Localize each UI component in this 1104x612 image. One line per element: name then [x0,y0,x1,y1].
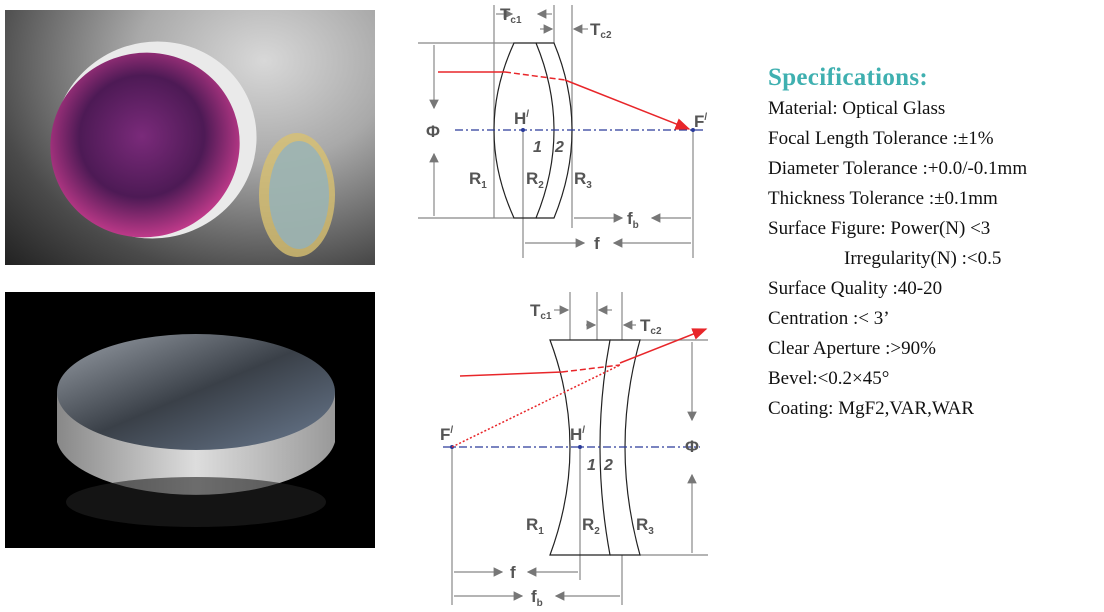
spec-thickness-tolerance: Thickness Tolerance :±0.1mm [768,188,998,209]
label-tc1: Tc1 [500,5,522,26]
spec-material: Material: Optical Glass [768,98,946,119]
specifications-panel: Specifications: Material: Optical Glass … [768,64,1027,424]
label-h-prime: H/ [514,109,529,128]
concave-doublet-diagram [443,292,708,605]
label-r3: R3 [636,515,654,537]
spec-clear-aperture: Clear Aperture :>90% [768,338,936,359]
spec-surface-figure-irregularity: Irregularity(N) :<0.5 [844,248,1002,269]
specifications-title: Specifications: [768,64,929,91]
spec-surface-quality: Surface Quality :40-20 [768,278,943,299]
label-r3: R3 [574,169,592,191]
label-phi: Φ [426,122,440,141]
lens-illustration [57,334,335,527]
label-f-prime: F/ [440,425,453,444]
label-element-1: 1 [533,139,542,156]
photo-lens-disc [5,292,375,548]
convex-doublet-diagram [418,5,705,258]
label-tc1: Tc1 [530,301,552,322]
label-fb: fb [531,587,543,609]
convex-doublet-labels: Tc1 Tc2 Φ H/ F/ 1 2 R1 R2 R3 fb f [426,5,707,253]
spec-focal-length-tolerance: Focal Length Tolerance :±1% [768,128,994,149]
concave-doublet-labels: Tc1 Tc2 Φ H/ F/ 1 2 R1 R2 R3 f fb [440,301,699,609]
label-element-2: 2 [603,457,613,474]
label-r2: R2 [526,169,544,191]
spec-centration: Centration :< 3’ [768,308,890,329]
label-tc2: Tc2 [590,20,612,41]
photo-coated-lenses [5,10,375,265]
label-phi: Φ [685,437,699,456]
label-f: f [594,234,600,253]
label-f-prime: F/ [694,112,707,131]
label-h-prime: H/ [570,425,585,444]
label-fb: fb [627,209,639,231]
label-tc2: Tc2 [640,316,662,337]
label-element-1: 1 [587,457,596,474]
spec-coating: Coating: MgF2,VAR,WAR [768,398,975,419]
label-element-2: 2 [554,139,564,156]
label-r1: R1 [469,169,487,191]
spec-diameter-tolerance: Diameter Tolerance :+0.0/-0.1mm [768,158,1028,179]
spec-surface-figure-power: Surface Figure: Power(N) <3 [768,218,991,239]
label-r2: R2 [582,515,600,537]
label-r1: R1 [526,515,544,537]
lens-illustration [50,41,335,257]
spec-bevel: Bevel:<0.2×45° [768,368,890,389]
label-f: f [510,563,516,582]
